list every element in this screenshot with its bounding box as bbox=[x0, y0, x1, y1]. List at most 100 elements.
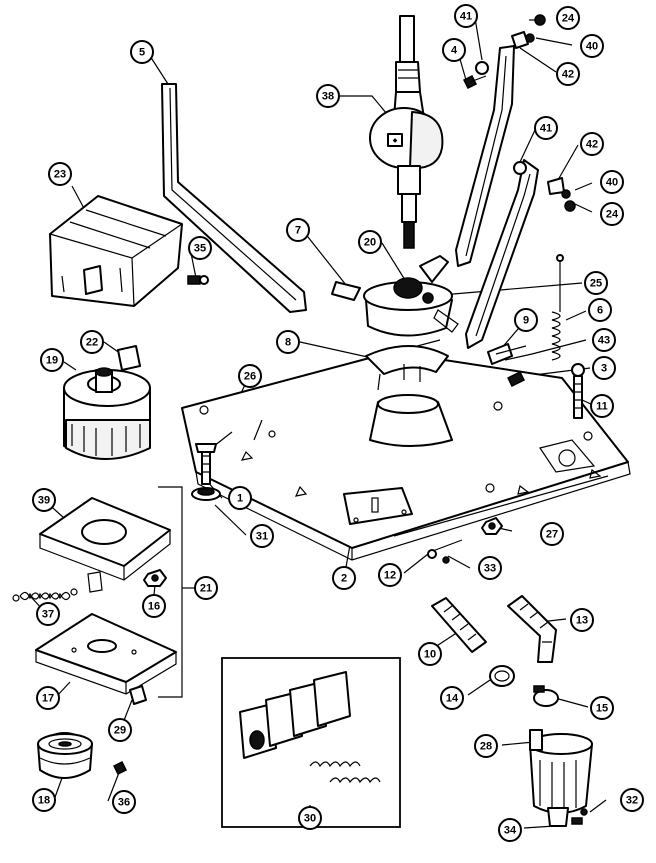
callout-14: 14 bbox=[440, 686, 464, 710]
callout-bubble bbox=[36, 602, 60, 626]
callout-bubble bbox=[534, 116, 558, 140]
callout-31: 31 bbox=[250, 524, 274, 548]
centering-spring bbox=[551, 254, 564, 361]
callout-number: 11 bbox=[596, 401, 608, 413]
callout-bubble bbox=[276, 330, 300, 354]
callout-bubble bbox=[142, 594, 166, 618]
callout-number: 3 bbox=[601, 363, 607, 375]
callout-bubble bbox=[514, 308, 538, 332]
motor-base-plate bbox=[35, 613, 177, 695]
callout-42: 42 bbox=[580, 132, 604, 156]
callout-number: 27 bbox=[546, 529, 558, 541]
callout-number: 38 bbox=[322, 91, 334, 103]
callout-bubble bbox=[48, 162, 72, 186]
callout-bubble bbox=[584, 271, 608, 295]
callout-40: 40 bbox=[600, 170, 624, 194]
callout-bubble bbox=[580, 34, 604, 58]
callout-number: 23 bbox=[54, 169, 66, 181]
transmission: ◆ bbox=[369, 15, 444, 249]
callout-43: 43 bbox=[592, 328, 616, 352]
callout-number: 35 bbox=[194, 243, 206, 255]
callout-bubble bbox=[332, 566, 356, 590]
callout-33: 33 bbox=[478, 556, 502, 580]
callout-bubble bbox=[590, 696, 614, 720]
callout-10: 10 bbox=[418, 642, 442, 666]
callout-24: 24 bbox=[556, 6, 580, 30]
callout-21: 21 bbox=[194, 576, 218, 600]
callout-32: 32 bbox=[620, 788, 644, 812]
callout-number: 20 bbox=[364, 237, 376, 249]
callout-number: 9 bbox=[523, 315, 529, 327]
callout-bubble bbox=[32, 488, 56, 512]
callout-42: 42 bbox=[556, 62, 580, 86]
callout-number: 6 bbox=[597, 305, 603, 317]
callout-26: 26 bbox=[238, 364, 262, 388]
brake-kit bbox=[239, 671, 381, 784]
callout-28: 28 bbox=[474, 734, 498, 758]
callout-bubble bbox=[112, 790, 136, 814]
callout-40: 40 bbox=[580, 34, 604, 58]
callout-bubble bbox=[580, 132, 604, 156]
callout-30: 30 bbox=[298, 806, 322, 830]
base-plate bbox=[181, 351, 631, 561]
callout-number: 30 bbox=[304, 813, 316, 825]
callout-23: 23 bbox=[48, 162, 72, 186]
callout-number: 22 bbox=[86, 337, 98, 349]
long-bolt bbox=[571, 363, 585, 419]
callout-number: 13 bbox=[576, 615, 588, 627]
callout-number: 29 bbox=[114, 725, 126, 737]
hose-13 bbox=[507, 595, 557, 663]
callout-11: 11 bbox=[590, 394, 614, 418]
callout-36: 36 bbox=[112, 790, 136, 814]
callout-number: 43 bbox=[598, 335, 610, 347]
callout-7: 7 bbox=[286, 218, 310, 242]
callout-number: 24 bbox=[562, 13, 575, 25]
callout-4: 4 bbox=[442, 38, 466, 62]
callout-2: 2 bbox=[332, 566, 356, 590]
callout-34: 34 bbox=[498, 818, 522, 842]
callout-bubble bbox=[358, 230, 382, 254]
suspension-strap-right-rear bbox=[455, 14, 546, 267]
callout-bubble bbox=[250, 524, 274, 548]
callout-number: 41 bbox=[540, 123, 552, 135]
callout-number: 33 bbox=[484, 563, 496, 575]
callout-38: 38 bbox=[316, 84, 340, 108]
callout-number: 32 bbox=[626, 795, 638, 807]
callout-8: 8 bbox=[276, 330, 300, 354]
callout-number: 25 bbox=[590, 278, 602, 290]
callout-bubble bbox=[286, 218, 310, 242]
callout-16: 16 bbox=[142, 594, 166, 618]
callout-number: 17 bbox=[42, 693, 54, 705]
callout-bubble bbox=[600, 202, 624, 226]
motor-mount-plate bbox=[39, 497, 171, 593]
callout-bubble bbox=[600, 170, 624, 194]
callout-number: 1 bbox=[237, 493, 243, 505]
callout-18: 18 bbox=[32, 788, 56, 812]
clip-29 bbox=[129, 685, 147, 705]
leveling-foot bbox=[191, 443, 221, 501]
nut-16 bbox=[143, 569, 167, 587]
callout-bubble bbox=[80, 330, 104, 354]
callout-29: 29 bbox=[108, 718, 132, 742]
callout-bubble bbox=[418, 642, 442, 666]
screw-12-33 bbox=[427, 539, 463, 564]
callout-24: 24 bbox=[600, 202, 624, 226]
callout-number: 21 bbox=[200, 583, 212, 595]
callout-25: 25 bbox=[584, 271, 608, 295]
callout-number: 36 bbox=[118, 797, 130, 809]
callout-bubble bbox=[474, 734, 498, 758]
small-bracket-and-screw bbox=[487, 343, 527, 388]
callout-bubble bbox=[316, 84, 340, 108]
callout-number: 16 bbox=[148, 601, 160, 613]
callout-39: 39 bbox=[32, 488, 56, 512]
motor-spring bbox=[12, 588, 78, 602]
callout-bubble bbox=[478, 556, 502, 580]
callout-bubble bbox=[188, 236, 212, 260]
tub-boot-cone bbox=[365, 345, 453, 447]
callout-number: 14 bbox=[446, 693, 459, 705]
callout-22: 22 bbox=[80, 330, 104, 354]
callout-6: 6 bbox=[588, 298, 612, 322]
callout-bubble bbox=[108, 718, 132, 742]
callout-37: 37 bbox=[36, 602, 60, 626]
